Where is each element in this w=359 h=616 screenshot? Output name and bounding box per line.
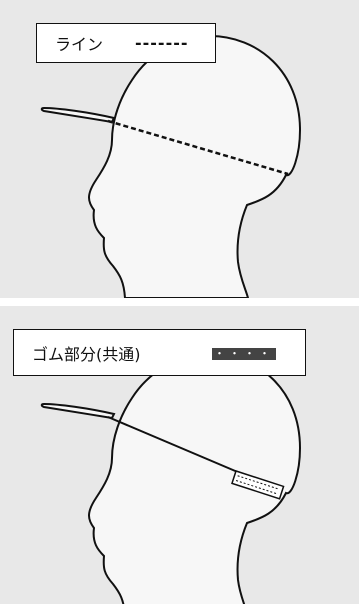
cap-brim — [40, 402, 116, 420]
label-box-line: ライン ------- — [36, 23, 216, 63]
label-box-elastic: ゴム部分(共通) ・・・・ — [13, 329, 306, 376]
head-silhouette — [88, 352, 302, 604]
panel-elastic: ゴム部分(共通) ・・・・ — [0, 306, 359, 604]
elastic-swatch: ・・・・ — [212, 348, 276, 360]
elastic-patch — [231, 470, 285, 500]
cap-line-dashed — [107, 119, 289, 176]
panel-line: ライン ------- — [0, 0, 359, 298]
label-line-text: ライン — [55, 35, 104, 54]
label-line-marker: ------- — [135, 33, 189, 53]
label-elastic-marker: ・・・・ — [214, 348, 274, 360]
label-elastic-text: ゴム部分(共通) — [32, 344, 141, 364]
cap-brim — [40, 106, 116, 124]
cap-line — [107, 416, 241, 474]
